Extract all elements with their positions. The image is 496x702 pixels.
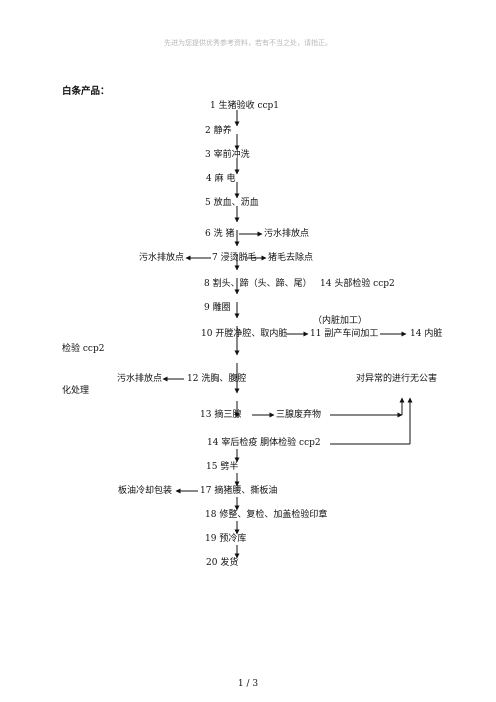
step-4: 4 麻 电 xyxy=(206,174,236,184)
step-8: 8 割头、蹄（头、蹄、尾） xyxy=(204,279,312,289)
step-6: 6 洗 猪 xyxy=(205,229,235,239)
hair-removal-point: 猪毛去除点 xyxy=(268,253,314,263)
step-13: 13 摘三腺 xyxy=(200,410,242,420)
page-header: 先进为您提供优秀参考资料，若有不当之处，请指正。 xyxy=(164,39,332,47)
step-20: 20 发货 xyxy=(206,558,239,568)
step-1: 1 生猪验收 ccp1 xyxy=(210,101,280,111)
step-14-head: 14 头部检验 ccp2 xyxy=(320,279,395,289)
inspection-ccp2-label: 检验 ccp2 xyxy=(62,344,105,354)
gland-waste-label: 三腺废弃物 xyxy=(276,410,322,420)
page-number: 1 / 3 xyxy=(237,679,259,689)
step-18: 18 修整、复检、加盖检验印章 xyxy=(205,510,328,520)
step-7: 7 浸烫脱毛 xyxy=(212,253,257,263)
document-title: 白条产品： xyxy=(62,86,110,97)
step-3: 3 宰前冲洗 xyxy=(205,150,250,160)
wastewater-point-left-7: 污水排放点 xyxy=(139,253,185,263)
step-5: 5 放血、沥血 xyxy=(205,198,259,208)
step-12: 12 洗胸、腹腔 xyxy=(187,374,247,384)
step-11: 11 副产车间加工 xyxy=(310,329,379,339)
step-14-offal: 14 内脏 xyxy=(410,329,443,339)
wastewater-point-left-12: 污水排放点 xyxy=(117,374,163,384)
step-15: 15 劈半 xyxy=(206,462,239,472)
step-10: 10 开膛净腔、取内脏 xyxy=(201,329,288,339)
abnormal-treatment-line1: 对异常的进行无公害 xyxy=(356,374,438,384)
wastewater-point-right: 污水排放点 xyxy=(264,229,310,239)
step-14-postmortem: 14 宰后检疫 胴体检验 ccp2 xyxy=(207,438,321,448)
step-2: 2 静养 xyxy=(205,126,232,136)
abnormal-treatment-line2: 化处理 xyxy=(62,386,90,396)
offal-processing-label: （内脏加工） xyxy=(313,316,368,326)
lard-packing-label: 板油冷却包装 xyxy=(118,486,173,496)
step-9: 9 雕圈 xyxy=(204,303,231,313)
step-19: 19 预冷库 xyxy=(205,534,247,544)
step-17: 17 摘猪腰、撕板油 xyxy=(200,486,278,496)
